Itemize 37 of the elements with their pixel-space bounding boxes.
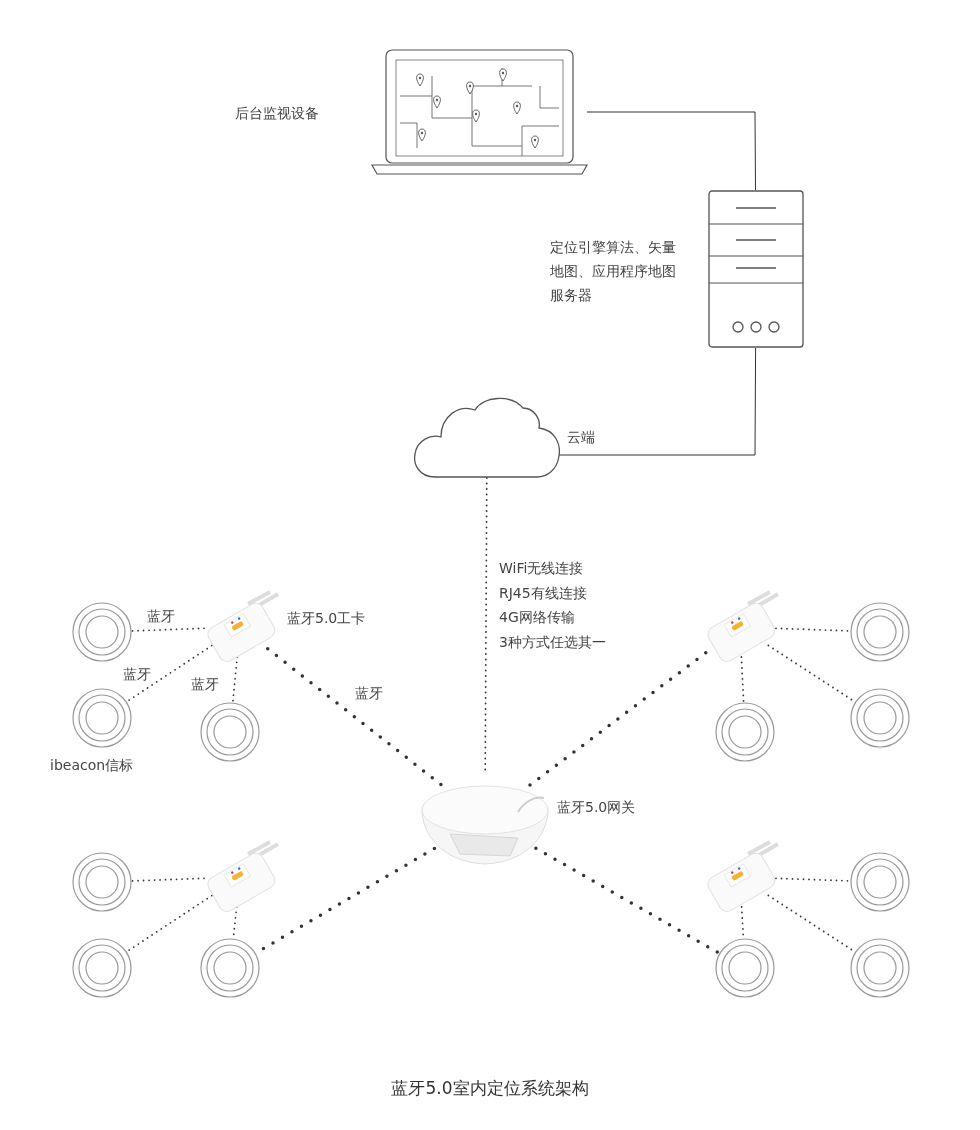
node-label: 云端 (567, 428, 595, 447)
node-label: 蓝牙5.0工卡 (287, 609, 366, 628)
beacon-drawing (850, 938, 910, 998)
dotted-connector (131, 877, 205, 882)
dotted-connector (126, 644, 213, 703)
dotted-connector (126, 894, 213, 953)
edge-label: 蓝牙 (121, 665, 153, 684)
node-label: ibeacon信标 (50, 756, 134, 775)
beacon-drawing (200, 938, 260, 998)
dotted-connector (231, 656, 239, 703)
beacon-drawing (72, 688, 132, 748)
edge-label: 蓝牙 (189, 675, 221, 694)
server-drawing (708, 190, 804, 348)
beacon-drawing (72, 938, 132, 998)
beacon-drawing (72, 852, 132, 912)
connector-line (586, 111, 756, 191)
dotted-connector (484, 477, 488, 773)
beacon-drawing (72, 602, 132, 662)
node-label: 蓝牙5.0网关 (557, 798, 636, 817)
caption: 蓝牙5.0室内定位系统架构 (390, 1077, 590, 1100)
dotted-connector (534, 846, 721, 955)
node-label: 定位引擎算法、矢量地图、应用程序地图服务器 (550, 238, 677, 305)
edge-label: 蓝牙 (145, 607, 177, 626)
dotted-connector (775, 627, 851, 632)
beacon-drawing (200, 702, 260, 762)
beacon-drawing (850, 852, 910, 912)
laptop-drawing (372, 48, 587, 176)
dotted-connector (775, 877, 851, 882)
beacon-drawing (715, 938, 775, 998)
dotted-connector (740, 656, 745, 703)
beacon-drawing (850, 688, 910, 748)
dotted-connector (264, 645, 443, 787)
beacon-drawing (715, 702, 775, 762)
device-label: 后台监视设备 (235, 104, 319, 123)
beacon-drawing (850, 602, 910, 662)
dotted-connector (131, 627, 205, 632)
edge-label: 蓝牙 (353, 684, 385, 703)
